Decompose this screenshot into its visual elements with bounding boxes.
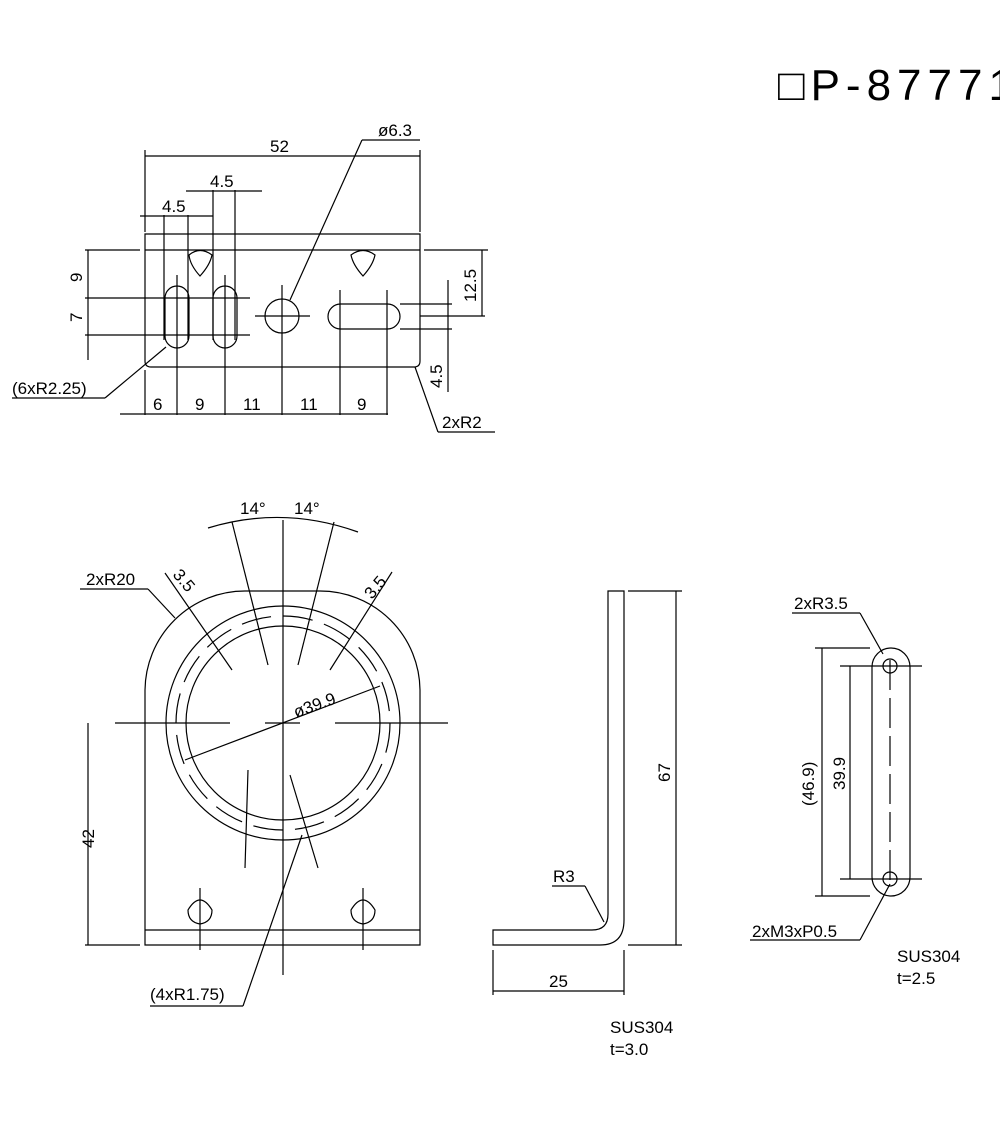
material-label: SUS304 bbox=[897, 947, 960, 966]
dim-corner-radius: 2xR2 bbox=[442, 413, 482, 432]
dim-ring-width: 3.5 bbox=[361, 572, 391, 602]
dim-vertical-12-5: 12.5 bbox=[461, 269, 480, 302]
dim-end-radius: 2xR3.5 bbox=[794, 594, 848, 613]
dim-slot-end-radius: (4xR1.75) bbox=[150, 985, 225, 1004]
front-view: 14° 14° 2xR20 3.5 3.5 ø39.9 42 (4xR1.75) bbox=[79, 499, 448, 1007]
dimension-lines bbox=[492, 590, 682, 995]
top-view: 52 ø6.3 4.5 4.5 9 7 12.5 4.5 (6xR2.25) 6… bbox=[12, 121, 495, 433]
dim-ring-diameter: ø39.9 bbox=[291, 689, 338, 722]
dimension-lines bbox=[12, 139, 495, 433]
dim-ring-width: 3.5 bbox=[169, 565, 199, 595]
dim-vertical-7: 7 bbox=[67, 313, 86, 322]
dim-top-radius: 2xR20 bbox=[86, 570, 135, 589]
material-label: SUS304 bbox=[610, 1018, 673, 1037]
dim-slot-width: 4.5 bbox=[162, 197, 186, 216]
dim-overall-46-9: (46.9) bbox=[799, 762, 818, 806]
dim-h-9: 9 bbox=[195, 395, 204, 414]
horizontal-slot bbox=[327, 303, 401, 330]
dim-slot-width: 4.5 bbox=[210, 172, 234, 191]
dim-pitch-39-9: 39.9 bbox=[830, 757, 849, 790]
dim-height-42: 42 bbox=[79, 829, 98, 848]
dim-bend-radius: R3 bbox=[553, 867, 575, 886]
teardrop-hole bbox=[350, 249, 376, 277]
teardrop-hole bbox=[188, 249, 213, 277]
clamp-outline bbox=[871, 647, 911, 897]
side-view-outline bbox=[492, 590, 625, 946]
dim-thread: 2xM3xP0.5 bbox=[752, 922, 837, 941]
dim-h-11: 11 bbox=[300, 395, 318, 414]
dim-angle-left: 14° bbox=[240, 499, 266, 518]
thickness-label: t=3.0 bbox=[610, 1040, 648, 1059]
dim-overall-width: 52 bbox=[270, 137, 289, 156]
dim-h-6: 6 bbox=[153, 395, 162, 414]
part-number-title: □P-87771 bbox=[778, 61, 1000, 110]
front-view-outline bbox=[144, 590, 421, 946]
clamp-view: 2xR3.5 (46.9) 39.9 2xM3xP0.5 SUS304 t=2.… bbox=[750, 594, 960, 988]
dim-vertical-4-5: 4.5 bbox=[427, 364, 446, 388]
dimension-lines bbox=[80, 516, 448, 1007]
dimension-lines bbox=[750, 612, 922, 941]
side-view: R3 67 25 SUS304 t=3.0 bbox=[492, 590, 682, 1059]
dim-height-67: 67 bbox=[655, 763, 674, 782]
dim-length-25: 25 bbox=[549, 972, 568, 991]
dim-angle-right: 14° bbox=[294, 499, 320, 518]
dim-slot-radius: (6xR2.25) bbox=[12, 379, 87, 398]
dim-hole-diameter: ø6.3 bbox=[378, 121, 412, 140]
dim-h-9: 9 bbox=[357, 395, 366, 414]
dim-vertical-9: 9 bbox=[67, 273, 86, 282]
dim-h-11: 11 bbox=[243, 395, 261, 414]
thickness-label: t=2.5 bbox=[897, 969, 935, 988]
